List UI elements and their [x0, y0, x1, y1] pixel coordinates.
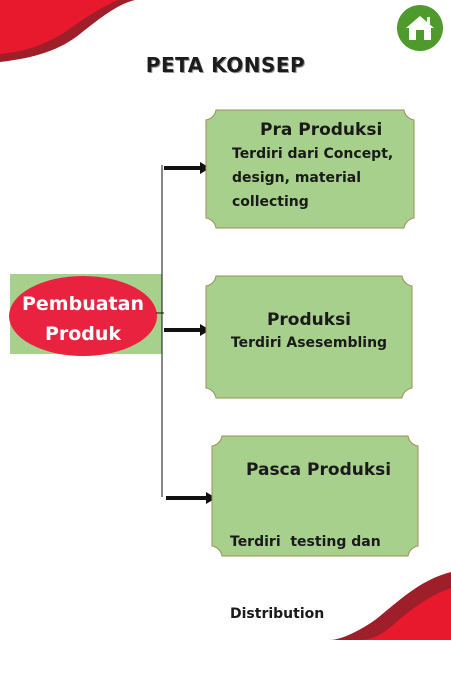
box-produksi-shape: [205, 275, 413, 399]
box-pasca-produksi-line-2: Distribution: [230, 606, 325, 622]
box-produksi-title: Produksi: [266, 310, 352, 330]
arrow-to-produksi: [164, 324, 210, 336]
arrow-to-pra-produksi: [164, 162, 210, 174]
box-produksi-line-1: Terdiri Asesembling: [230, 335, 388, 351]
box-pasca-produksi-title: Pasca Produksi: [246, 460, 392, 480]
box-pra-produksi-line-1: Terdiri dari Concept,: [232, 146, 394, 162]
arrow-to-pasca-produksi: [166, 492, 216, 504]
box-pra-produksi-line-3: collecting: [232, 194, 309, 210]
root-node-oval: [9, 276, 157, 356]
top-left-decoration: [0, 0, 135, 62]
root-node-label: Pembuatan Produk: [10, 289, 156, 349]
box-pasca-produksi: Pasca Produksi Terdiri testing dan Distr…: [212, 460, 418, 674]
box-pra-produksi-shape: [205, 109, 415, 229]
home-icon: [406, 16, 434, 40]
box-produksi: Produksi Terdiri Asesembling: [206, 310, 412, 354]
connector-lines: [156, 165, 164, 497]
home-button[interactable]: [397, 5, 443, 51]
diagram-canvas: [0, 0, 451, 640]
box-pasca-produksi-shape: [211, 435, 419, 557]
bottom-right-decoration: [330, 572, 451, 640]
box-pra-produksi-line-2: design, material: [232, 170, 362, 186]
box-pra-produksi: Pra Produksi Terdiri dari Concept, desig…: [206, 120, 414, 214]
root-node-line-1: Pembuatan: [22, 293, 144, 315]
box-pra-produksi-title: Pra Produksi: [260, 120, 383, 140]
box-pasca-produksi-line-1: Terdiri testing dan: [230, 534, 381, 550]
page-title: PETA KONSEP: [145, 53, 306, 77]
root-node-line-2: Produk: [44, 323, 122, 345]
